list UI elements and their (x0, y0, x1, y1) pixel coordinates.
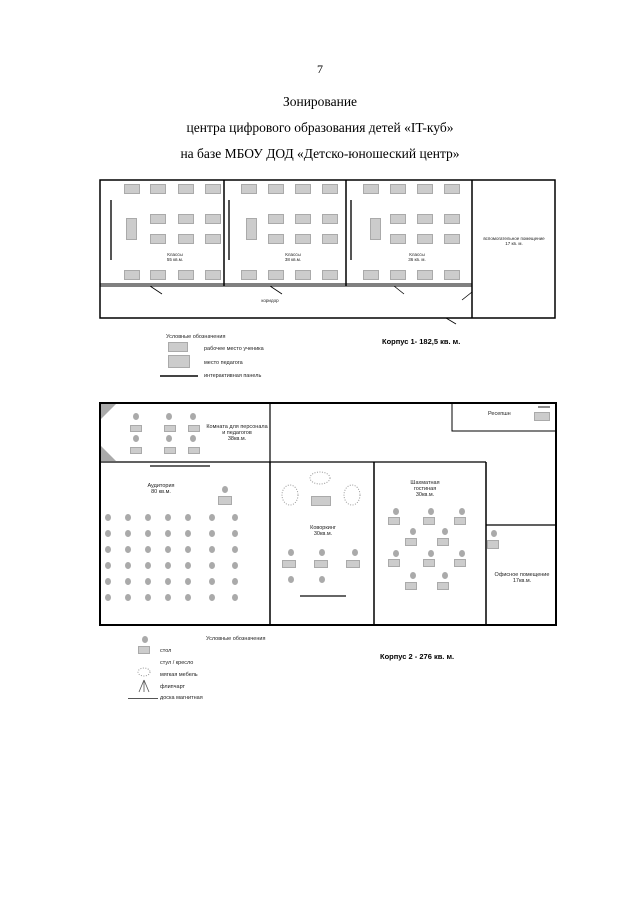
legend-2-item-board: доска магнитная (160, 695, 203, 701)
page-number: 7 (317, 62, 323, 76)
corridor-label: коридор (261, 298, 279, 303)
legend-1-item-panel: интерактивная панель (204, 373, 262, 379)
legend-2-item-flipchart: флипчарт (160, 684, 186, 690)
legend-1-title: Условные обозначения (166, 334, 226, 340)
legend-2-item-soft: мягкая мебель (160, 672, 198, 678)
title-line-3: на базе МБОУ ДОД «Детско-юношеский центр… (180, 146, 460, 161)
legend-1-item-teacher: место педагога (204, 360, 243, 366)
plan-2-caption: Корпус 2 - 276 кв. м. (380, 652, 455, 661)
reception-label: Ресепшн (488, 411, 511, 417)
title-line-1: Зонирование (282, 94, 358, 109)
legend-2-item-chair: стул / кресло (160, 660, 194, 666)
legend-2-title: Условные обозначения (206, 636, 266, 642)
plan-1-caption: Корпус 1- 182,5 кв. м. (382, 337, 461, 346)
legend-2-item-table: стол (160, 648, 172, 654)
title-line-2: центра цифрового образования детей «IT-к… (186, 120, 454, 135)
legend-1-item-student: рабочее место ученика (204, 346, 264, 352)
